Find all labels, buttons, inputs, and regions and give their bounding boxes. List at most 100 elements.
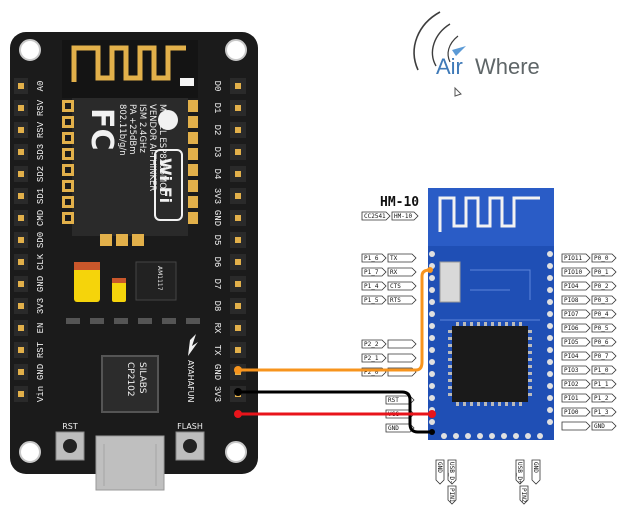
wire-end — [429, 429, 435, 435]
tag-right-port-text: P0_0 — [594, 255, 609, 262]
header-pin — [235, 259, 241, 265]
castellated-pad — [188, 180, 198, 192]
header-pin — [18, 127, 24, 133]
tag-right-pio-text: PIO11 — [564, 255, 582, 262]
wires — [234, 267, 436, 435]
hm10-pad — [547, 383, 553, 389]
tag-bottom-text: USB_D- — [448, 462, 455, 484]
tag-right-port-text: P0_7 — [594, 353, 609, 360]
tag-right-pio-text: PIO1 — [564, 395, 579, 402]
smd-part — [138, 318, 152, 324]
castellated-pad — [188, 196, 198, 208]
tag-right-port: P1_1 — [591, 379, 617, 389]
hm10-pad — [429, 335, 435, 341]
header-pin — [235, 325, 241, 331]
tag-right-port-text: P1_3 — [594, 409, 609, 416]
pin-label-sd0: SD0 — [36, 232, 46, 248]
header-pin — [18, 347, 24, 353]
tag-right-pio-text: PIO10 — [564, 269, 582, 276]
chip-leg — [448, 365, 452, 368]
chip-leg — [484, 322, 487, 326]
hm10-pad — [547, 275, 553, 281]
tag-left-port: P2_1 — [361, 353, 387, 363]
hm10-pad — [537, 433, 543, 439]
tag-right-port: P0_1 — [591, 267, 617, 277]
voltage-regulator — [135, 261, 177, 301]
smd-part — [114, 318, 128, 324]
cc2541-chip — [452, 326, 528, 402]
hm10-traces — [440, 269, 540, 321]
tag-right-port: P1_3 — [591, 407, 617, 417]
capacitor — [112, 278, 126, 302]
smd-part — [66, 318, 80, 324]
smd-part — [186, 318, 200, 324]
tag-right-port: P0_2 — [591, 281, 617, 291]
castellated-pad-hole — [65, 167, 71, 173]
tag-right-port: P1_0 — [591, 365, 617, 375]
chip-leg — [528, 372, 532, 375]
pin-label-vin: Vin — [36, 386, 46, 402]
pin-label-d3: D3 — [212, 147, 222, 158]
left-pin-labels: A0RSVRSVSD3SD2SD1CMDSD0CLKGND3V3ENRSTGND… — [36, 81, 46, 403]
chip-leg — [491, 322, 494, 326]
pin-label-gnd: GND — [36, 364, 46, 380]
module-info-line: ISM 2.4GHz — [137, 104, 147, 153]
castellated-pad — [188, 212, 198, 224]
chip-leg — [456, 402, 459, 406]
chip-leg — [463, 322, 466, 326]
header-pin — [235, 149, 241, 155]
cc2541-chip-legs — [448, 322, 532, 406]
tag-right-port-text: P1_2 — [594, 395, 609, 402]
hm10-pad — [547, 407, 553, 413]
lightning-icon — [188, 334, 198, 356]
header-pin — [235, 281, 241, 287]
wire-end — [428, 410, 436, 418]
maker-label: AYAHAFUN — [186, 360, 195, 403]
hm10-pad — [547, 359, 553, 365]
smd-part — [162, 318, 176, 324]
tag-top: CC2541 — [361, 211, 391, 221]
tag-bottom-text: USB_D+ — [516, 462, 523, 484]
hm10-pad — [429, 359, 435, 365]
hm10-pad — [547, 263, 553, 269]
chip-leg — [448, 379, 452, 382]
header-pin — [235, 215, 241, 221]
header-pin — [18, 369, 24, 375]
castellated-pad — [188, 116, 198, 128]
header-pin — [18, 193, 24, 199]
chip-leg — [505, 402, 508, 406]
castellated-pad — [132, 234, 144, 246]
usb-chip-label-2: CP2102 — [125, 362, 135, 397]
header-pin — [235, 193, 241, 199]
castellated-pad-hole — [65, 103, 71, 109]
vendor-logo — [158, 110, 178, 130]
tag-left-func — [387, 353, 417, 363]
tag-bottom: GND — [435, 459, 445, 485]
rst-button-cap[interactable] — [63, 439, 77, 453]
chip-leg — [448, 386, 452, 389]
hm10-pad — [429, 311, 435, 317]
tag-right-port: P0_7 — [591, 351, 617, 361]
tag-right-pio: PIO11 — [561, 253, 591, 263]
chip-leg — [477, 402, 480, 406]
hm10-pad — [429, 383, 435, 389]
tag-left-port-text: P1_6 — [364, 255, 379, 262]
esp8266-module: MODEL ESP8266MODVENDOR AI-THINKERISM 2.4… — [62, 40, 198, 236]
castellated-pad — [116, 234, 128, 246]
flash-button-cap[interactable] — [183, 439, 197, 453]
wire-end — [234, 366, 242, 374]
hm10-pad — [547, 347, 553, 353]
hm10-pad — [477, 433, 483, 439]
chip-leg — [470, 402, 473, 406]
header-pin — [18, 215, 24, 221]
wire-end — [234, 410, 242, 418]
logo-arc — [413, 11, 441, 71]
hm10-pad — [547, 395, 553, 401]
castellated-pad — [188, 164, 198, 176]
pin-label-sd3: SD3 — [36, 144, 46, 160]
tag-right-port-text: P1_1 — [594, 381, 609, 388]
tag-left-func-text: CTS — [390, 283, 401, 290]
pin-label-3v3: 3V3 — [212, 188, 222, 204]
